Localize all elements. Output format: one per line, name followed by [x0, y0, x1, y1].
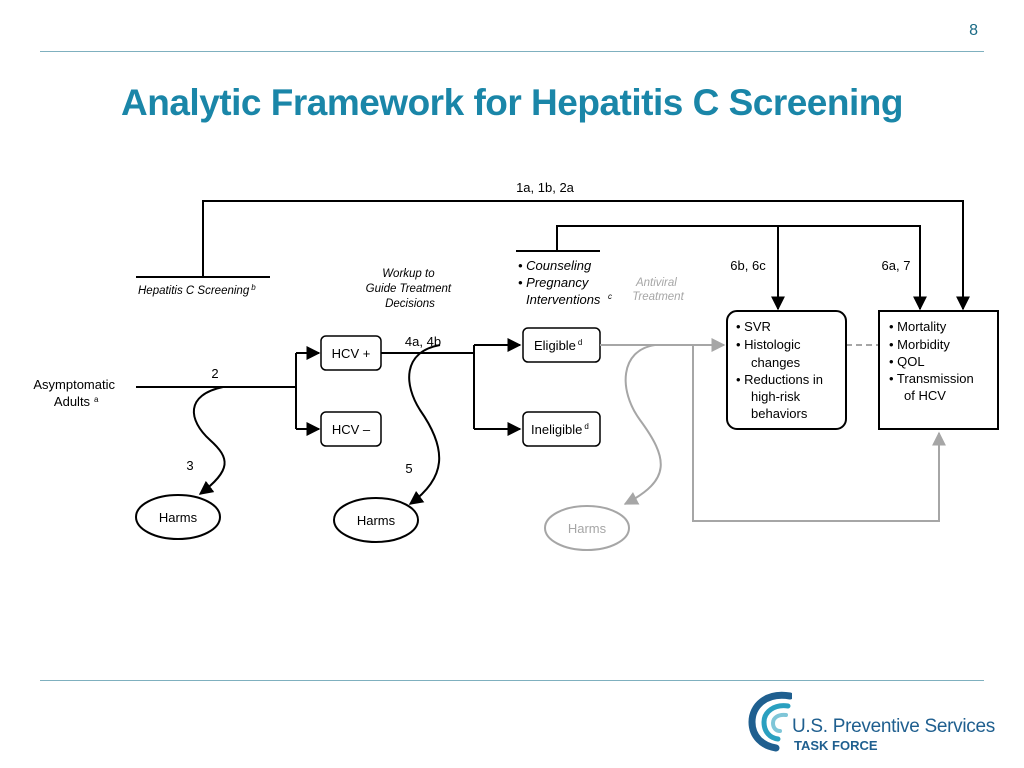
- harms-label-treatment: Harms: [568, 521, 607, 536]
- counseling-arrows: [516, 225, 927, 311]
- page-number: 8: [969, 22, 978, 39]
- kq-5-label: 5: [405, 461, 412, 476]
- uspstf-swirl-icon: [748, 691, 794, 752]
- overarching-arrow: [202, 200, 970, 311]
- workup-label: Workup to Guide Treatment Decisions: [366, 268, 455, 310]
- intermediate-outcomes-box: [726, 310, 847, 430]
- kq-4a-4b-label: 4a, 4b: [405, 334, 441, 349]
- bottom-divider: [40, 680, 984, 681]
- counseling-label: • Counseling • Pregnancy Interventions: [518, 258, 601, 307]
- counseling-sup: c: [608, 292, 612, 301]
- slide-title: Analytic Framework for Hepatitis C Scree…: [121, 82, 903, 123]
- kq-1a-1b-2a-label: 1a, 1b, 2a: [516, 180, 575, 195]
- harms-arrow-workup: [408, 344, 441, 505]
- treatment-path: [600, 338, 946, 522]
- health-outcomes-box: [878, 310, 999, 430]
- harms-arrow-screening: [193, 386, 226, 495]
- population-sup: a: [94, 395, 99, 404]
- harms-label-screening: Harms: [159, 510, 198, 525]
- kq-6a-7-label: 6a, 7: [882, 258, 911, 273]
- ineligible-box: [522, 411, 601, 447]
- population-label: Asymptomatic Adults: [33, 377, 118, 409]
- hcv-negative-box: [320, 411, 382, 447]
- antiviral-label: Antiviral Treatment: [632, 277, 684, 303]
- logo-text-line1: U.S. Preventive Services: [792, 716, 995, 737]
- harms-arrow-treatment: [623, 344, 662, 505]
- uspstf-logo: [746, 688, 794, 757]
- health-outcomes-list: • Mortality • Morbidity • QOL • Transmis…: [889, 319, 977, 403]
- hcv-positive-label: HCV +: [332, 346, 371, 361]
- screening-path: [136, 346, 321, 436]
- logo-text-line2: TASK FORCE: [794, 738, 878, 753]
- harms-ellipse-screening: [135, 494, 221, 540]
- kq-6b-6c-label: 6b, 6c: [730, 258, 766, 273]
- harms-ellipse-workup: [333, 497, 419, 543]
- kq-3-label: 3: [186, 458, 193, 473]
- harms-label-workup: Harms: [357, 513, 396, 528]
- kq-2-label: 2: [211, 366, 218, 381]
- intermediate-outcomes-list: • SVR • Histologic changes • Reductions …: [736, 319, 827, 421]
- top-divider: [40, 51, 984, 52]
- hcv-negative-label: HCV –: [332, 422, 371, 437]
- harms-ellipse-treatment: [544, 505, 630, 551]
- workup-path: [381, 338, 522, 436]
